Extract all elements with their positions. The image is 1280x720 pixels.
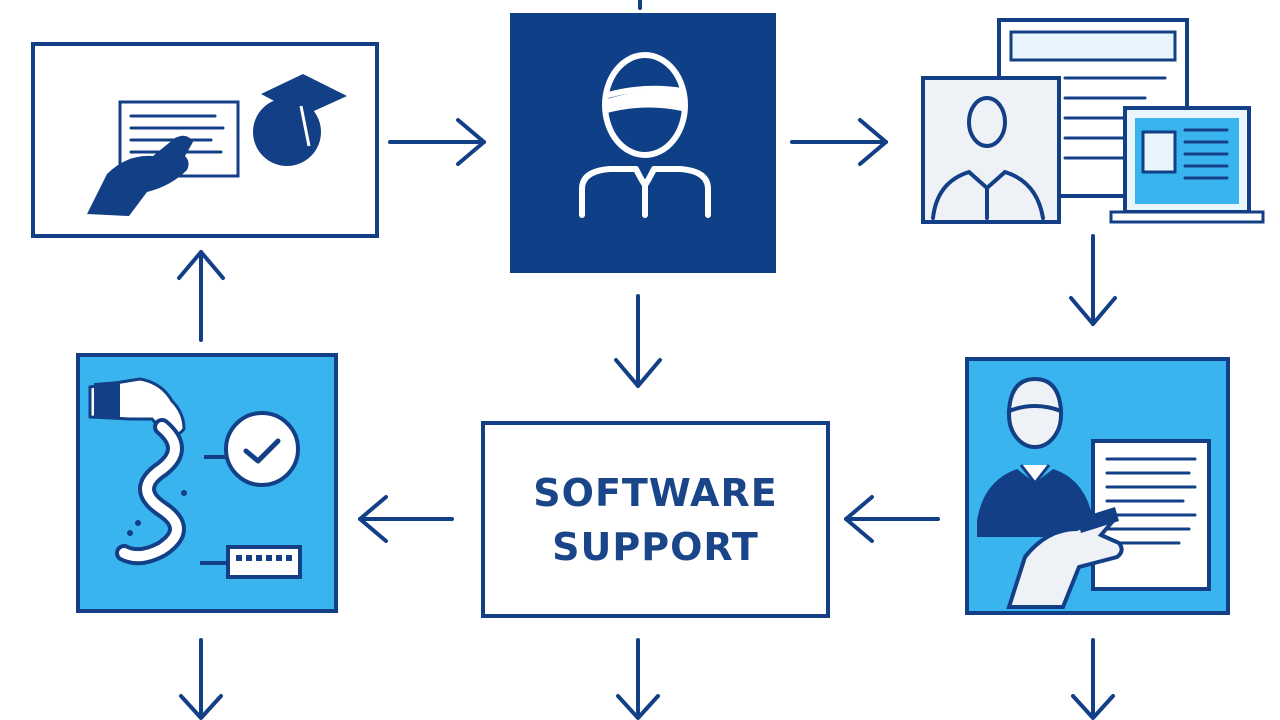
arrow-top-right-down xyxy=(1069,234,1117,326)
center-label-line2: SUPPORT xyxy=(552,524,759,569)
arrow-bottom-right-to-center xyxy=(844,495,940,543)
technician-with-document-icon xyxy=(977,376,1211,609)
arrow-top-center-down xyxy=(614,294,662,388)
hand-holding-certificate-icon xyxy=(87,74,347,216)
node-certificate xyxy=(31,42,379,238)
node-software-support: SOFTWARE SUPPORT xyxy=(481,421,830,618)
node-technician xyxy=(965,357,1230,615)
profile-and-laptop-screens-icon xyxy=(921,18,1265,224)
node-integration xyxy=(76,353,338,613)
arrow-bottom-left-down xyxy=(179,638,223,720)
arrow-bottom-left-up xyxy=(177,250,225,342)
arrow-top-center-to-right xyxy=(790,118,888,166)
arrow-bottom-right-down xyxy=(1071,638,1115,720)
hand-cable-checkmark-icon xyxy=(88,377,302,579)
arrow-bottom-center-down xyxy=(616,638,660,720)
person-avatar-icon xyxy=(579,52,711,218)
node-profile-screens xyxy=(915,18,1267,228)
center-label-line1: SOFTWARE xyxy=(533,470,778,515)
arrow-bottom-center-to-left xyxy=(358,495,454,543)
node-user xyxy=(510,13,776,273)
arrow-top-left-to-center xyxy=(388,118,486,166)
